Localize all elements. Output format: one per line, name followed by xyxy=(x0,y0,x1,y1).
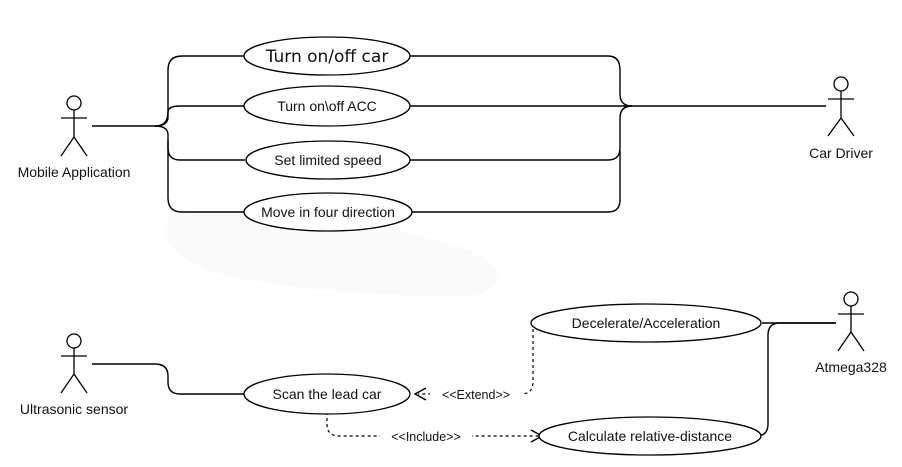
actor-mobile-application-body xyxy=(60,110,88,157)
driver-connector-move xyxy=(412,150,621,213)
extend-arrowhead xyxy=(413,387,427,401)
connector-move xyxy=(167,140,245,213)
usecase-calculate-relative-distance[interactable] xyxy=(538,416,762,456)
usecase-calculate-relative-distance-label: Calculate relative-distance xyxy=(568,428,732,444)
actor-mobile-application-head xyxy=(66,95,82,111)
usecase-move-four-direction[interactable] xyxy=(243,192,413,232)
actor-ultrasonic-sensor-body xyxy=(60,348,88,394)
usecase-scan-lead-car-label: Scan the lead car xyxy=(273,386,382,402)
usecase-decelerate-acceleration-label: Decelerate/Acceleration xyxy=(572,315,721,331)
actor-car-driver-body xyxy=(827,91,855,137)
actor-atmega328-label: Atmega328 xyxy=(815,359,887,375)
driver-connector-speed xyxy=(390,105,633,161)
actor-atmega328-head xyxy=(843,291,859,307)
connector-acc xyxy=(154,105,245,127)
actor-ultrasonic-sensor-head xyxy=(66,333,82,349)
actor-ultrasonic-sensor[interactable] xyxy=(60,333,88,394)
actor-car-driver-head xyxy=(833,76,849,92)
mobile-app-connectors xyxy=(92,55,245,213)
extend-label-bg xyxy=(430,386,522,402)
actor-mobile-application-label: Mobile Application xyxy=(18,164,131,180)
actor-atmega328[interactable] xyxy=(837,291,865,352)
actor-mobile-application[interactable] xyxy=(60,95,88,157)
actor-car-driver-label: Car Driver xyxy=(809,145,873,161)
connector-ultrasonic-scan xyxy=(92,363,245,395)
usecase-turn-on-off-car[interactable] xyxy=(243,36,411,76)
connector-atmega-calculate xyxy=(750,322,836,437)
car-driver-connectors xyxy=(390,55,826,213)
actor-ultrasonic-sensor-label: Ultrasonic sensor xyxy=(20,401,128,417)
usecase-turn-on-off-acc[interactable] xyxy=(243,85,411,127)
usecase-set-limited-speed[interactable] xyxy=(245,140,411,180)
extend-label: <<Extend>> xyxy=(442,388,510,402)
usecase-turn-on-off-acc-label: Turn on\off ACC xyxy=(277,98,377,114)
usecase-turn-on-off-car-label: Turn on/off car xyxy=(265,47,389,67)
include-arrow-line xyxy=(326,412,539,437)
actor-atmega328-body xyxy=(837,306,865,352)
actor-car-driver[interactable] xyxy=(827,76,855,137)
include-label-bg xyxy=(380,428,472,444)
usecase-decelerate-acceleration[interactable] xyxy=(530,303,762,343)
usecase-set-limited-speed-label: Set limited speed xyxy=(274,152,381,168)
usecase-scan-lead-car[interactable] xyxy=(243,373,411,415)
include-label: <<Include>> xyxy=(391,430,461,444)
extend-arrow-line xyxy=(418,323,534,395)
background-smudge xyxy=(165,211,498,296)
driver-connector-turn-car xyxy=(410,55,633,107)
usecase-move-four-direction-label: Move in four direction xyxy=(261,204,395,220)
